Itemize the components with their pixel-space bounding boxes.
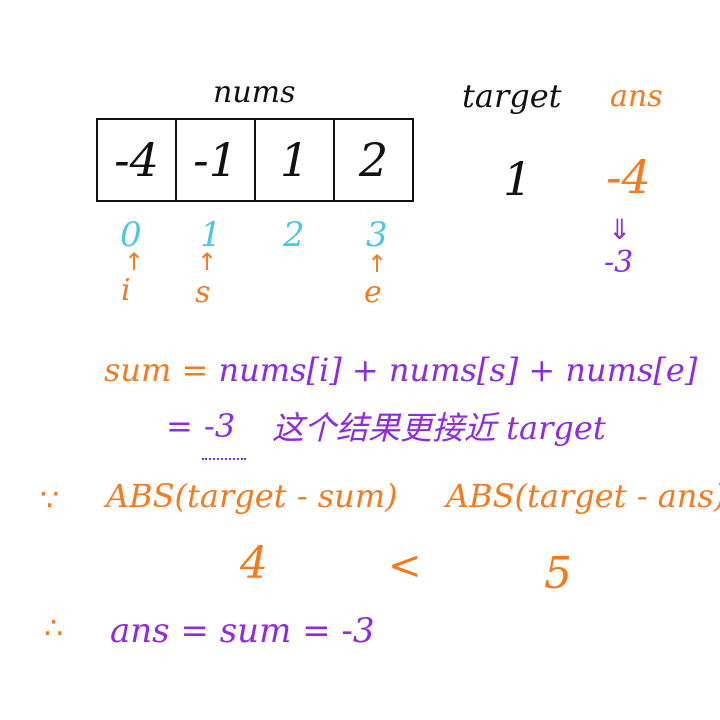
abs-target-minus-ans: ABS(target - ans) [446, 477, 720, 515]
equals-sign: = [181, 351, 209, 389]
pointer-s-arrow-icon: ↑ [197, 248, 218, 276]
conclusion-statement: ans = sum = -3 [110, 611, 375, 651]
pointer-i-label: i [121, 273, 131, 308]
because-symbol: ∵ [40, 483, 60, 518]
pointer-e-arrow-icon: ↑ [367, 250, 388, 278]
pointer-e-label: e [364, 275, 382, 310]
ans-updated-value: -3 [604, 245, 634, 280]
equals-sign-2: = [166, 407, 193, 445]
less-than-sign: < [388, 543, 422, 589]
abs-sum-value: 4 [240, 538, 268, 589]
nums-array: -4 -1 1 2 [96, 118, 414, 202]
index-1: 1 [200, 215, 222, 255]
sum-result: -3 [204, 407, 236, 445]
index-3: 3 [366, 215, 388, 255]
target-label: target [462, 77, 562, 115]
array-cell-3: 2 [358, 133, 389, 187]
array-cell-0: -4 [98, 120, 177, 200]
therefore-symbol: ∴ [44, 611, 64, 646]
ans-label: ans [610, 79, 663, 114]
ans-update-arrow-icon: ⇓ [608, 213, 632, 246]
ans-initial-value: -4 [606, 150, 651, 204]
abs-ans-value: 5 [544, 548, 572, 599]
array-cell-1: -1 [177, 120, 256, 200]
index-2: 2 [283, 215, 305, 255]
abs-target-minus-sum: ABS(target - sum) [106, 477, 398, 515]
pointer-i-arrow-icon: ↑ [124, 248, 145, 276]
array-cell-2: 1 [256, 120, 335, 200]
pointer-s-label: s [195, 275, 211, 310]
closer-note: 这个结果更接近 target [272, 409, 606, 447]
sum-label: sum [104, 351, 172, 389]
sum-equation: sum = nums[i] + nums[s] + nums[e] [104, 354, 697, 386]
target-value: 1 [503, 152, 533, 206]
sum-expression: nums[i] + nums[s] + nums[e] [218, 351, 698, 389]
result-underline [202, 450, 246, 460]
index-0: 0 [120, 215, 142, 255]
nums-label: nums [213, 75, 296, 110]
